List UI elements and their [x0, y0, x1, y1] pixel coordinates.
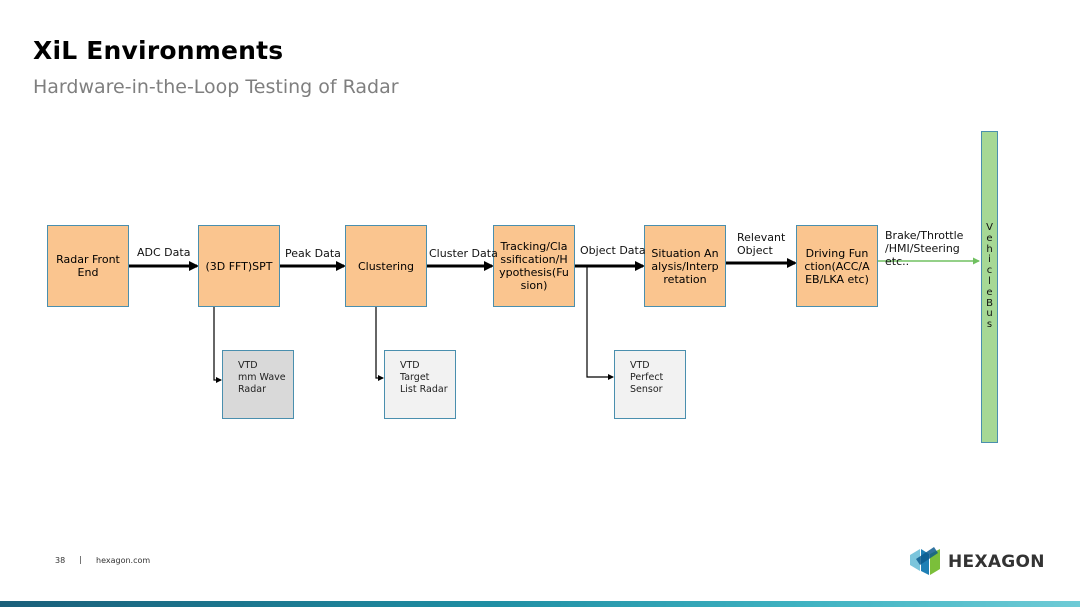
node-situation: Situation Analysis/Interpretation [644, 225, 726, 307]
vehicle-bus-letter: B [986, 297, 993, 309]
vehicle-bus-letter: l [988, 275, 991, 287]
vehicle-bus-letter: e [986, 232, 993, 244]
bottom-accent-bar [0, 601, 1080, 607]
vtd-radar-line-1: VTD [238, 360, 258, 371]
node-driving-label: Driving Function(ACC/AEB/LKA etc) [804, 246, 870, 286]
vtd-target-list-radar: VTD Target List Radar [384, 350, 456, 419]
page-number: 38 [55, 556, 66, 565]
vtd-target-line-3: List Radar [400, 384, 448, 395]
edge-label-relevant: Relevant Object [737, 231, 786, 257]
node-situation-label: Situation Analysis/Interpretation [651, 246, 719, 286]
vtd-mm-wave-radar: VTD mm Wave Radar [222, 350, 294, 419]
edge-label-adc: ADC Data [137, 246, 191, 259]
node-driving: Driving Function(ACC/AEB/LKA etc) [796, 225, 878, 307]
node-clustering: Clustering [345, 225, 427, 307]
node-tracking-label: Tracking/Classification/Hypothesis(Fusio… [499, 240, 569, 292]
footer-separator: | [79, 555, 82, 564]
vehicle-bus-letter: h [986, 243, 993, 255]
vtd-radar-line-3: Radar [238, 384, 266, 395]
vehicle-bus-letter: e [986, 286, 993, 298]
vehicle-bus-letter: V [986, 222, 993, 233]
tap-vtd-sensor [586, 266, 614, 380]
vtd-sensor-line-2: Perfect [630, 372, 664, 383]
tap-vtd-radar [213, 306, 222, 383]
footer-site-link[interactable]: hexagon.com [96, 556, 151, 565]
node-tracking: Tracking/Classification/Hypothesis(Fusio… [493, 225, 575, 307]
vtd-sensor-line-1: VTD [630, 360, 650, 371]
vehicle-bus-letter: c [986, 265, 993, 277]
edge-label-brake: Brake/Throttle /HMI/Steering etc.. [885, 229, 964, 268]
node-clustering-label: Clustering [357, 259, 415, 273]
edge-label-peak: Peak Data [285, 247, 341, 260]
vtd-radar-line-2: mm Wave [238, 372, 286, 383]
vtd-target-line-2: Target [400, 372, 430, 383]
logo-text: HEXAGON [948, 552, 1045, 572]
slide-title: XiL Environments [33, 36, 284, 65]
vtd-perfect-sensor: VTD Perfect Sensor [614, 350, 686, 419]
node-fft-spt: (3D FFT)SPT [198, 225, 280, 307]
node-radar-front-end: Radar Front End [47, 225, 129, 307]
vtd-sensor-line-3: Sensor [630, 384, 663, 395]
vehicle-bus-letter: u [986, 308, 993, 320]
vehicle-bus-letter: i [988, 254, 991, 266]
vehicle-bus-letter: s [986, 319, 993, 331]
node-fft-spt-label: (3D FFT)SPT [205, 259, 273, 273]
vtd-target-line-1: VTD [400, 360, 420, 371]
node-radar-front-end-label: Radar Front End [56, 253, 120, 279]
hexagon-logo-icon [910, 547, 940, 575]
tap-vtd-target [375, 306, 384, 381]
slide-subtitle: Hardware-in-the-Loop Testing of Radar [33, 76, 399, 98]
hexagon-logo: HEXAGON [908, 545, 1045, 579]
edge-label-cluster: Cluster Data [429, 247, 498, 260]
edge-label-object: Object Data [580, 244, 646, 257]
